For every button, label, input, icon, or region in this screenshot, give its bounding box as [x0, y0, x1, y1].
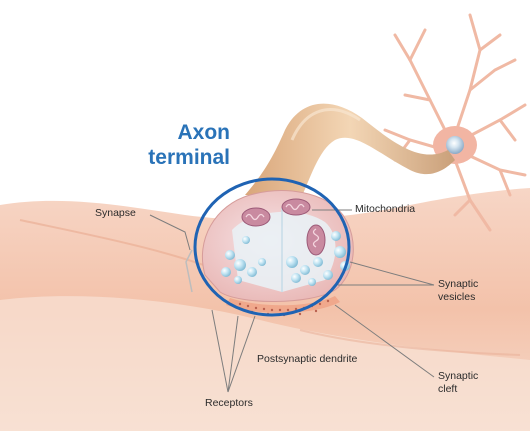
- leader-lines: [149, 209, 435, 393]
- label-synapse: Synapse: [95, 207, 136, 219]
- synaptic-vesicles: [221, 231, 350, 286]
- label-synaptic-vesicles-line1: Synaptic: [438, 278, 479, 290]
- mitochondria: [241, 198, 326, 256]
- presynaptic-neuron: [383, 13, 527, 232]
- axon-terminal-highlight: [193, 177, 351, 317]
- label-synaptic-cleft-line1: Synaptic: [438, 370, 479, 382]
- synapse-bracket: [185, 249, 193, 293]
- label-synaptic-vesicles: Synaptic vesicles: [438, 278, 478, 304]
- axon-terminal-bulb: [201, 190, 354, 302]
- axon-terminal-title: Axon terminal: [128, 120, 230, 170]
- label-postsynaptic-dendrite: Postsynaptic dendrite: [257, 353, 358, 365]
- axon-terminal-title-line2: terminal: [148, 146, 230, 169]
- label-synaptic-cleft-line2: cleft: [438, 383, 458, 395]
- axon-terminal-title-line1: Axon: [177, 121, 231, 144]
- label-synaptic-cleft: Synaptic cleft: [438, 370, 478, 396]
- label-synaptic-vesicles-line2: vesicles: [438, 291, 476, 303]
- label-mitochondria: Mitochondria: [355, 203, 416, 215]
- axon: [245, 103, 455, 200]
- label-receptors: Receptors: [205, 397, 253, 409]
